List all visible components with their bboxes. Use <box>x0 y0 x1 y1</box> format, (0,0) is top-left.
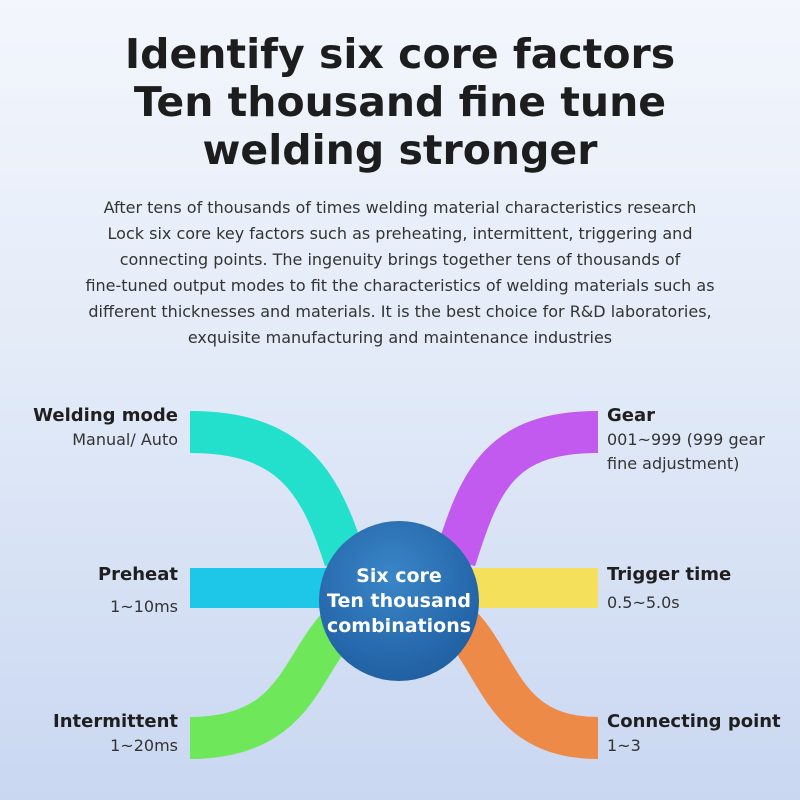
page-title: Identify six core factors Ten thousand f… <box>0 30 800 174</box>
factor-name: Gear <box>607 405 656 426</box>
intermittent-connector <box>189 604 360 759</box>
factor-name: Connecting point <box>607 711 781 732</box>
center-line-1: Six core <box>356 564 442 587</box>
center-circle: Six core Ten thousand combinations <box>319 521 479 681</box>
gear-connector <box>434 411 599 567</box>
factor-connecting-point: Connecting point 1~3 <box>607 710 800 758</box>
factor-value: 1~20ms <box>110 736 178 755</box>
factor-value: 0.5~5.0s <box>607 593 680 612</box>
factor-name: Intermittent <box>53 711 178 732</box>
title-line-1: Identify six core factors <box>124 30 676 78</box>
description-line-3: connecting points. The ingenuity brings … <box>119 250 681 269</box>
factor-intermittent: Intermittent 1~20ms <box>0 710 178 758</box>
center-line-3: combinations <box>326 614 472 637</box>
description: After tens of thousands of times welding… <box>20 195 780 351</box>
description-line-2: Lock six core key factors such as prehea… <box>107 224 693 243</box>
connecting-point-connector <box>440 604 599 759</box>
description-line-5: different thicknesses and materials. It … <box>88 302 712 321</box>
factor-value-line-2: fine adjustment) <box>607 454 740 473</box>
factor-name: Preheat <box>97 564 178 585</box>
title-line-2: Ten thousand fine tune <box>133 78 667 126</box>
description-line-6: exquisite manufacturing and maintenance … <box>187 328 613 347</box>
factor-value: 1~10ms <box>110 597 178 616</box>
description-line-1: After tens of thousands of times welding… <box>103 198 697 217</box>
factor-gear: Gear 001~999 (999 gear fine adjustment) <box>607 404 800 476</box>
factor-name: Welding mode <box>33 405 178 426</box>
factor-value-line-1: 001~999 (999 gear <box>607 430 765 449</box>
factor-value: Manual/ Auto <box>72 430 178 449</box>
welding-mode-connector <box>189 411 366 567</box>
factor-value: 1~3 <box>607 736 641 755</box>
factor-welding-mode: Welding mode Manual/ Auto <box>0 404 178 452</box>
factor-preheat: Preheat 1~10ms <box>0 563 178 619</box>
center-line-2: Ten thousand <box>327 589 471 612</box>
title-line-3: welding stronger <box>202 126 598 174</box>
factor-trigger-time: Trigger time 0.5~5.0s <box>607 563 800 615</box>
description-line-4: fine-tuned output modes to fit the chara… <box>85 276 715 295</box>
factor-name: Trigger time <box>607 564 732 585</box>
